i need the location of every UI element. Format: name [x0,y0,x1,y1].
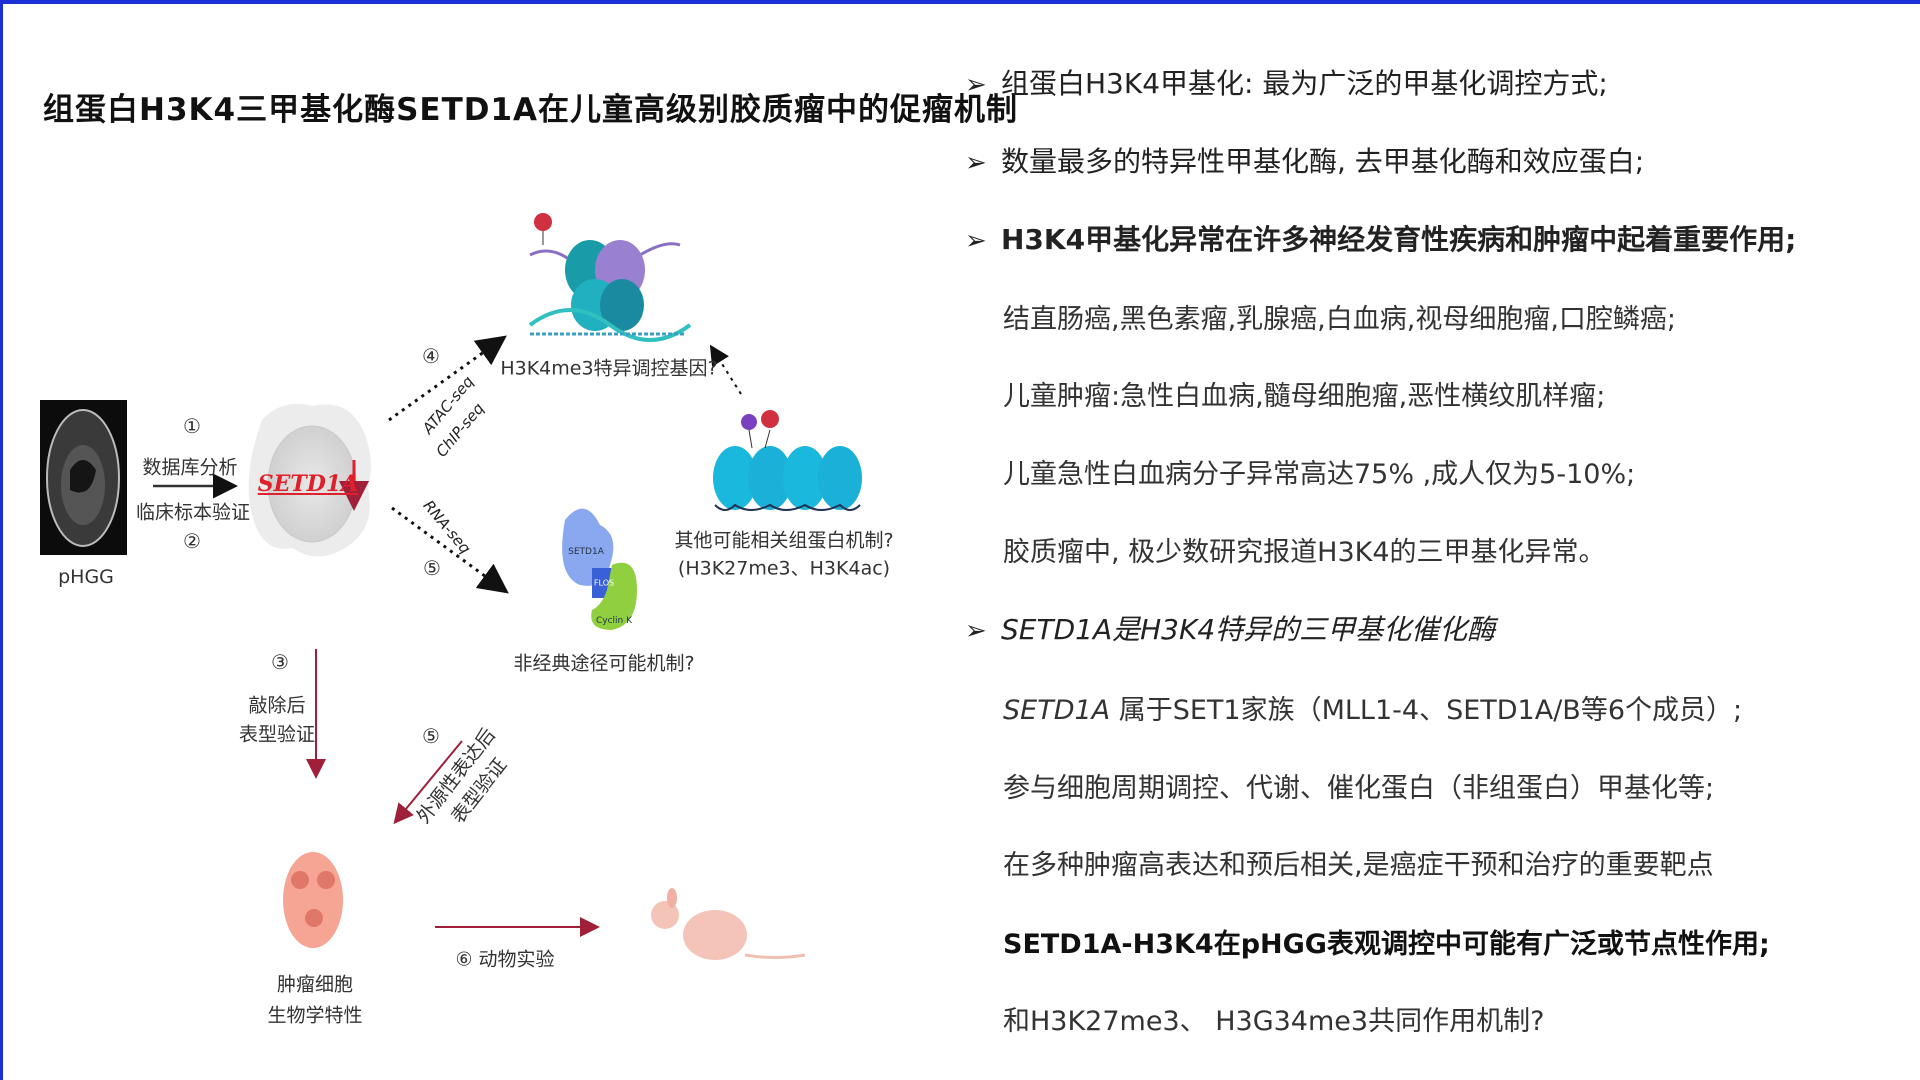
step-2-number: ② [183,529,201,553]
nucleosome-icon [528,213,692,342]
database-analysis-label: 数据库分析 [142,456,238,479]
top-border [0,0,1920,4]
bullet-3: ➢H3K4甲基化异常在许多神经发育性疾病和肿瘤中起着重要作用; [965,223,1797,256]
mechanism-diagram [40,213,862,960]
bullet-2: ➢数量最多的特异性甲基化酶, 去甲基化酶和效应蛋白; [965,145,1645,178]
bullet-1: ➢组蛋白H3K4甲基化: 最为广泛的甲基化调控方式; [965,67,1608,100]
sub-item: 和H3K27me3、 H3G34me3共同作用机制? [1003,1006,1545,1037]
setd1a-label: SETD1A [257,471,359,497]
sub-item: SETD1A 属于SET1家族（MLL1-4、SETD1A/B等6个成员）; [1003,695,1743,726]
cyclin-k-label: Cyclin K [595,616,633,626]
sub-item: 儿童急性白血病分子异常高达75% ,成人仅为5-10%; [1003,459,1636,490]
left-border [0,0,3,1080]
step-1-number: ① [183,414,201,438]
setd1a-protein-label: SETD1A [568,547,604,557]
sub-item: 在多种肿瘤高表达和预后相关,是癌症干预和治疗的重要靶点 [1003,850,1714,881]
step-5-number: ⑤ [423,556,441,580]
step-3-number: ③ [271,650,289,674]
step-4-number: ④ [422,344,440,368]
tumor-biology-label: 生物学特性 [267,1004,363,1027]
sub-item: 胶质瘤中, 极少数研究报道H3K4的三甲基化异常。 [1003,537,1606,568]
arrow-other [709,344,742,395]
setd1a-cell [248,403,371,557]
other-mechanism-label: 其他可能相关组蛋白机制? [674,529,894,552]
clinical-validation-label: 临床标本验证 [135,501,251,524]
noncanonical-label: 非经典途径可能机制? [513,652,695,675]
step-5b-number: ⑤ [422,724,440,748]
animal-experiment-label: ⑥ 动物实验 [455,948,555,971]
knockout-phenotype-label: 表型验证 [238,723,316,746]
brain-mri-image [40,400,127,555]
bullet-arrow-icon: ➢ [965,70,987,100]
sub-item: 结直肠癌,黑色素瘤,乳腺癌,白血病,视母细胞瘤,口腔鳞癌; [1003,304,1677,335]
protein-complex-icon [562,508,637,630]
arrow-5b [393,740,463,825]
sub-item: 儿童肿瘤:急性白血病,髓母细胞瘤,恶性横纹肌样瘤; [1003,381,1606,412]
bullet-4: ➢SETD1A是H3K4特异的三甲基化催化酶 [965,613,1496,646]
h3k4me3-target-label: H3K4me3特异调控基因? [500,357,718,380]
bullet-arrow-icon: ➢ [965,616,987,646]
knockout-label: 敲除后 [248,694,306,717]
tumor-cell-icon [283,852,343,948]
other-mechanism-sub: (H3K27me3、H3K4ac) [677,557,891,580]
sub-item: SETD1A-H3K4在pHGG表观调控中可能有广泛或节点性作用; [1003,929,1770,960]
bullet-arrow-icon: ➢ [965,148,987,178]
bullet-arrow-icon: ➢ [965,226,987,256]
flos-label: FLOS [593,578,615,588]
tumor-cell-label: 肿瘤细胞 [276,973,354,996]
phgg-label: pHGG [58,566,114,588]
slide-title: 组蛋白H3K4三甲基化酶SETD1A在儿童高级别胶质瘤中的促瘤机制 [43,92,1019,128]
nucleosome-chain-icon [713,410,862,511]
sub-item: 参与细胞周期调控、代谢、催化蛋白（非组蛋白）甲基化等; [1003,773,1715,804]
mouse-icon [651,888,806,960]
